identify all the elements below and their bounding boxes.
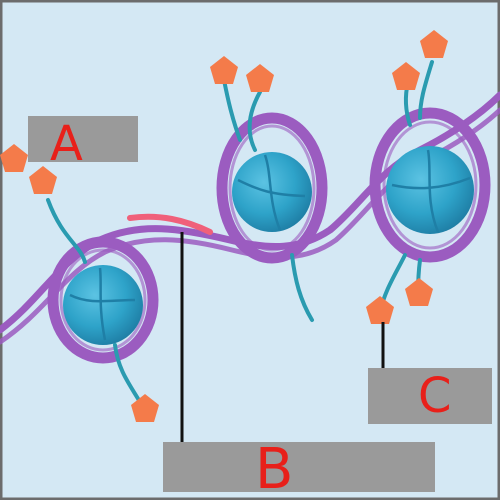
dna-wrap-left (47, 236, 159, 364)
modification-pentagon (246, 64, 274, 92)
dna-wrap-right (369, 107, 491, 263)
modification-pentagon (366, 296, 394, 324)
dna-wrap-middle-inner (228, 124, 316, 252)
label-b: B (255, 437, 293, 500)
modification-pentagon (420, 30, 448, 58)
modification-pentagon (392, 62, 420, 90)
tail-middle-top-2 (222, 78, 242, 142)
tail-right-top (418, 60, 434, 120)
dna-wrap-middle (216, 112, 328, 264)
modification-pentagon (405, 278, 433, 306)
nucleosome-right (369, 107, 491, 263)
histone-core-left (63, 265, 143, 345)
tail-middle-top (247, 90, 262, 152)
tail-left-bottom (113, 343, 142, 404)
label-c: C (418, 368, 452, 424)
nucleosome-left (47, 236, 159, 364)
histone-seam-middle-2 (263, 154, 282, 231)
label-a: A (50, 116, 83, 172)
tail-middle-bottom (290, 253, 314, 322)
histone-seam-left-2 (98, 267, 107, 341)
histone-seam-right (391, 176, 471, 190)
nucleosome-middle (216, 112, 328, 264)
modification-pentagon (210, 56, 238, 84)
histone-tails (46, 60, 434, 404)
tail-left-top (46, 198, 87, 264)
modifications (0, 30, 448, 422)
modification-pentagon (29, 166, 57, 194)
dna-wrap-left-inner (59, 248, 147, 352)
modification-pentagon (0, 144, 28, 172)
dna-wrap-right-inner (382, 120, 478, 250)
label-box-b (163, 442, 435, 492)
label-box-c (368, 368, 492, 424)
label-box-a (28, 116, 138, 162)
histone-seam-right-2 (426, 149, 440, 233)
modification-pentagon (131, 394, 159, 422)
dna-highlight-segment (127, 213, 213, 235)
histone-seam-middle (237, 178, 306, 198)
